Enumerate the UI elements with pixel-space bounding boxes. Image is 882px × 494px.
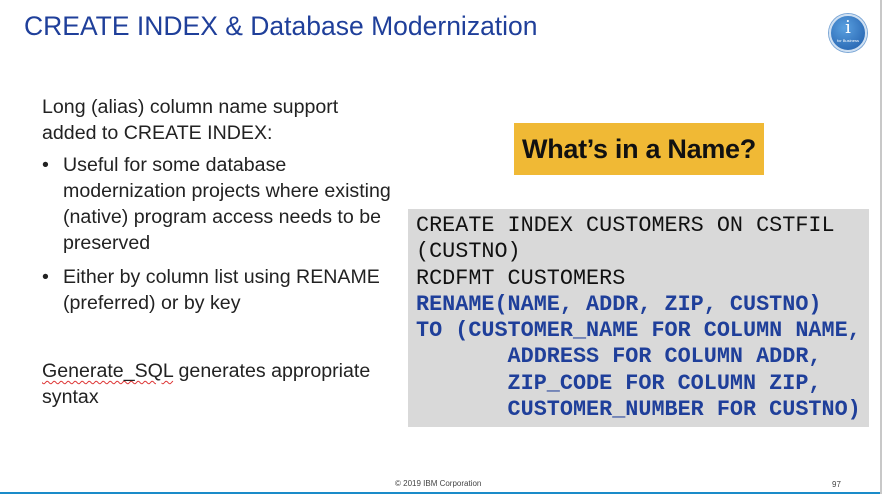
- code-line-highlight: ADDRESS FOR COLUMN ADDR,: [416, 344, 822, 370]
- logo-subtext: for Business: [836, 38, 859, 43]
- code-line: RCDFMT CUSTOMERS: [416, 265, 626, 291]
- logo-letter: i: [845, 17, 851, 38]
- code-line: (CUSTNO): [416, 239, 521, 265]
- generate-sql-note: Generate_SQL generates appropriate synta…: [42, 358, 392, 410]
- page-number: 97: [832, 480, 841, 489]
- slide-title: CREATE INDEX & Database Modernization: [24, 11, 538, 41]
- bullet-list: Useful for some database modernization p…: [42, 152, 392, 316]
- whats-in-a-name-banner: What’s in a Name?: [514, 123, 764, 175]
- copyright: © 2019 IBM Corporation: [395, 479, 482, 488]
- code-line-highlight: RENAME(NAME, ADDR, ZIP, CUSTNO): [416, 291, 822, 317]
- slide-edge: [880, 0, 882, 494]
- code-line: CREATE INDEX CUSTOMERS ON CSTFIL: [416, 213, 835, 238]
- bullet-item: Useful for some database modernization p…: [42, 152, 392, 256]
- code-block: CREATE INDEX CUSTOMERS ON CSTFIL (CUSTNO…: [408, 209, 869, 427]
- footer-divider: [0, 492, 882, 494]
- generate-sql-rest: generates appropriate syntax: [42, 360, 371, 408]
- intro-text: Long (alias) column name support added t…: [42, 96, 339, 144]
- code-line-highlight: TO (CUSTOMER_NAME FOR COLUMN NAME,: [416, 318, 861, 344]
- description: Long (alias) column name support added t…: [42, 94, 392, 324]
- bullet-item: Either by column list using RENAME (pref…: [42, 264, 392, 316]
- generate-sql-word: Generate_SQL: [42, 360, 174, 382]
- ibm-i-logo-icon: i for Business: [829, 14, 867, 52]
- code-line-highlight: ZIP_CODE FOR COLUMN ZIP,: [416, 370, 822, 396]
- code-line-highlight: CUSTOMER_NUMBER FOR CUSTNO): [416, 397, 861, 423]
